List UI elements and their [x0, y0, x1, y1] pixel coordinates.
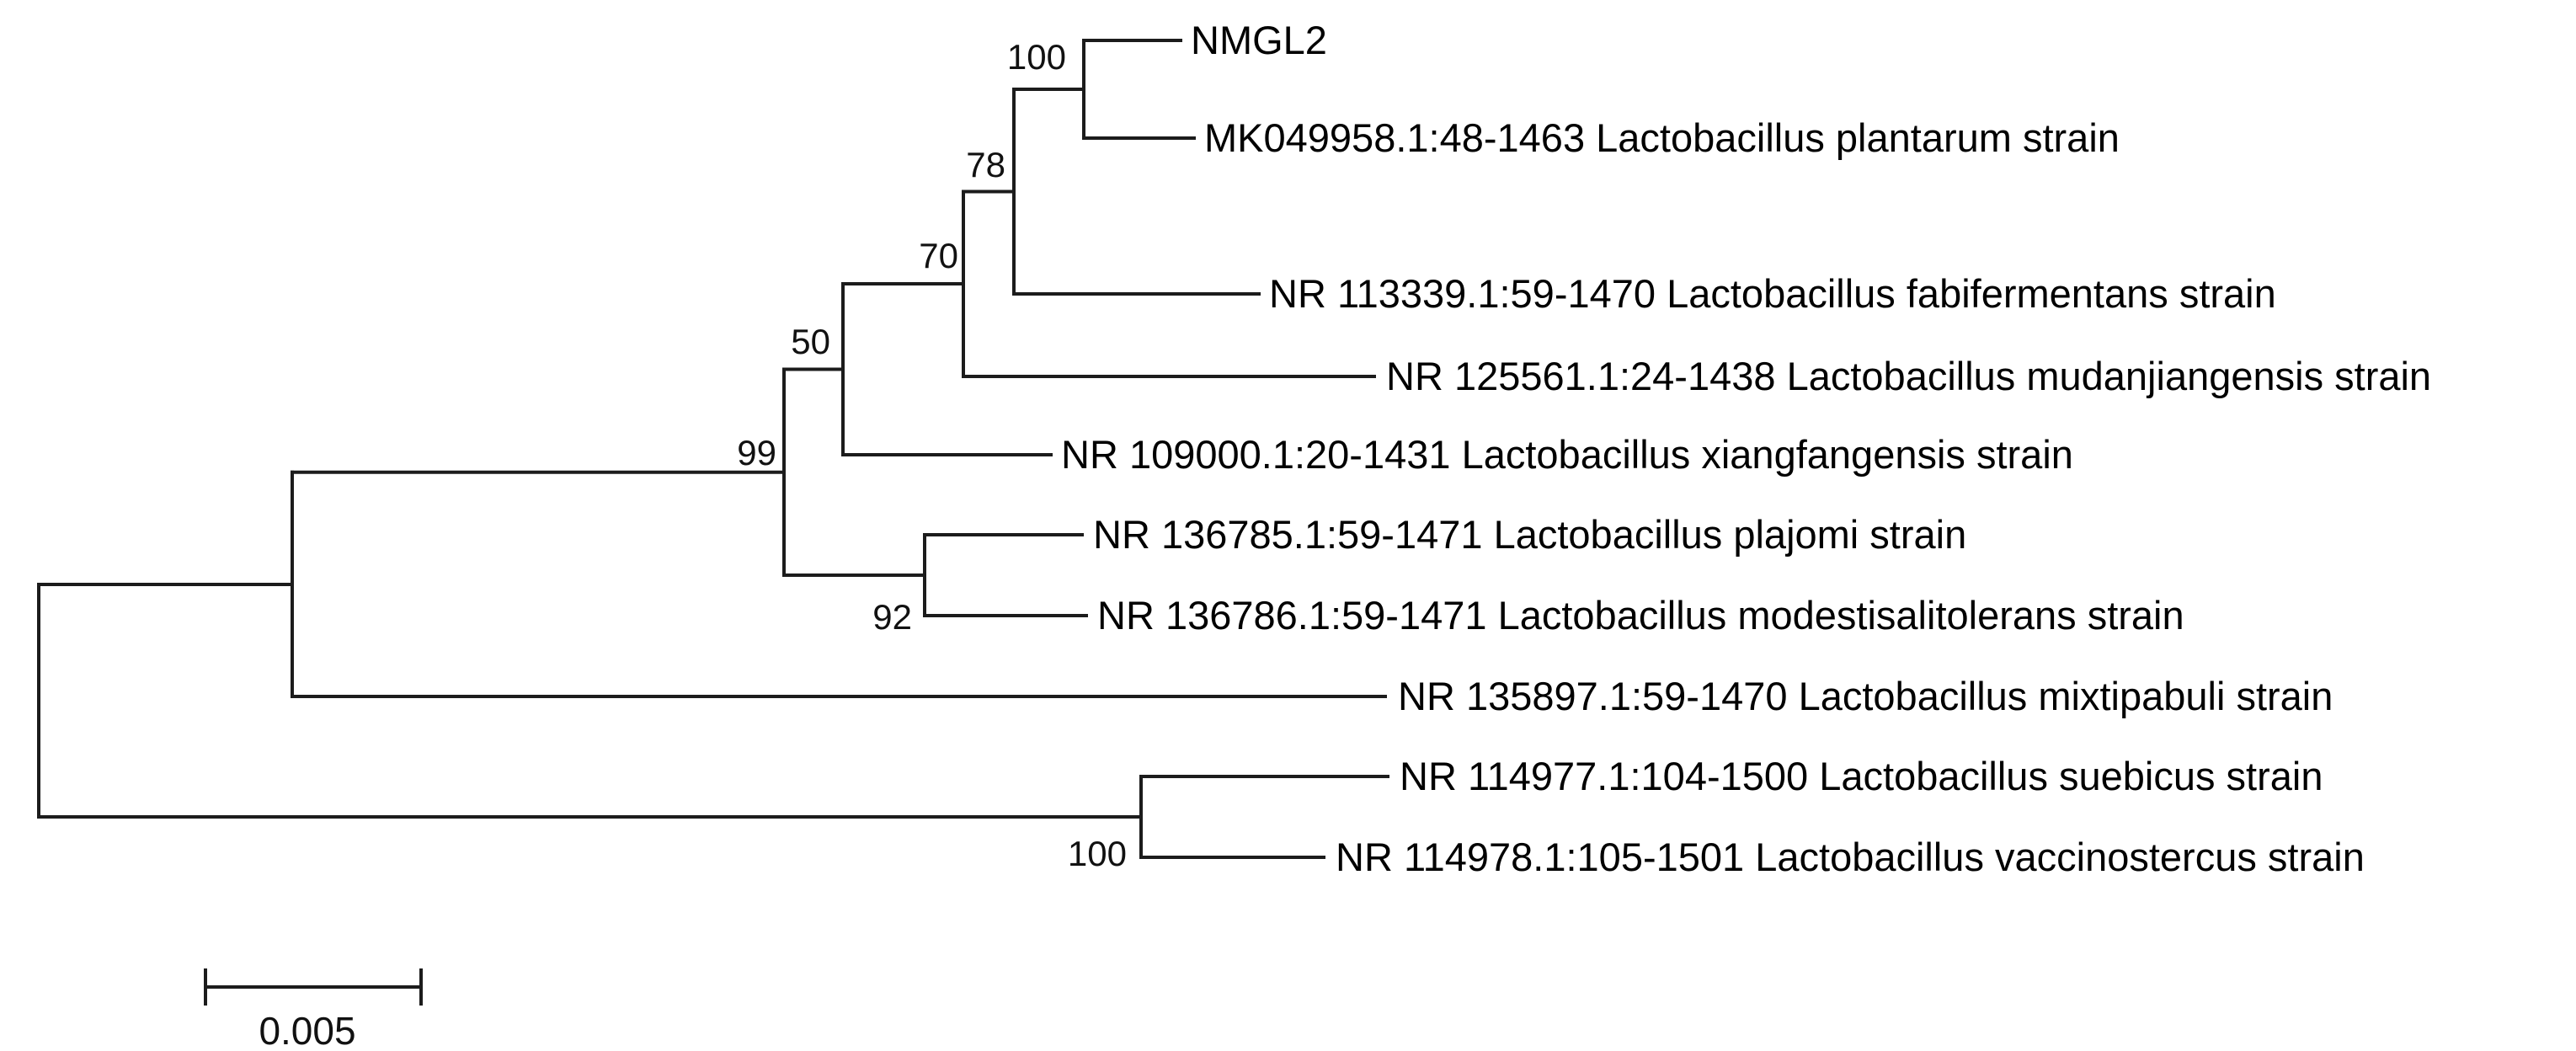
scale-bar: 0.005: [204, 968, 423, 1051]
taxon-label: MK049958.1:48-1463 Lactobacillus plantar…: [1204, 115, 2120, 160]
taxon-label: NR 136785.1:59-1471 Lactobacillus plajom…: [1093, 512, 1966, 557]
taxon-label: NR 125561.1:24-1438 Lactobacillus mudanj…: [1386, 354, 2431, 398]
tree-branches-layer: [37, 39, 1389, 859]
taxon-label: NR 109000.1:20-1431 Lactobacillus xiangf…: [1061, 432, 2073, 477]
taxon-label: NR 114978.1:105-1501 Lactobacillus vacci…: [1336, 835, 2365, 879]
bootstrap-value-label: 70: [919, 236, 958, 275]
taxon-label: NR 113339.1:59-1470 Lactobacillus fabife…: [1269, 271, 2276, 316]
bootstrap-values-layer: 100 78 70 50 99 92 100: [737, 37, 1127, 873]
bootstrap-value-label: 78: [966, 145, 1005, 184]
taxon-label: NR 135897.1:59-1470 Lactobacillus mixtip…: [1398, 674, 2333, 718]
bootstrap-value-label: 92: [872, 597, 912, 637]
bootstrap-value-label: 50: [791, 322, 830, 361]
bootstrap-value-label: 99: [737, 433, 776, 472]
taxon-label: NR 136786.1:59-1471 Lactobacillus modest…: [1097, 593, 2184, 638]
taxon-label: NR 114977.1:104-1500 Lactobacillus suebi…: [1400, 754, 2323, 798]
bootstrap-value-label: 100: [1068, 834, 1127, 873]
scale-bar-label: 0.005: [259, 1009, 355, 1051]
taxon-label: NMGL2: [1191, 18, 1327, 62]
bootstrap-value-label: 100: [1007, 37, 1066, 77]
